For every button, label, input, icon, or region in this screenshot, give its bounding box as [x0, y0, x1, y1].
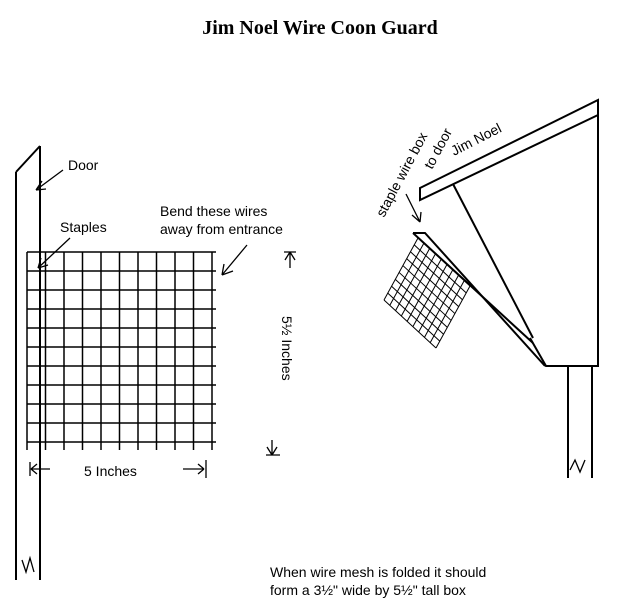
mesh-wire [435, 285, 471, 349]
mesh-wire [417, 237, 471, 287]
mesh-wire [387, 292, 441, 342]
roof-label: Jim Noel [448, 120, 504, 159]
mesh-wire [395, 248, 430, 311]
door-arrow [35, 169, 64, 191]
birdhouse-side-view [412, 98, 599, 478]
mesh-wire [389, 243, 425, 306]
mesh-wire [400, 253, 436, 317]
mesh-wire [429, 280, 465, 343]
note-line-2: form a 3½" wide by 5½" tall box [270, 582, 466, 598]
mesh-wire [402, 265, 456, 314]
mesh-wire [391, 285, 444, 335]
height-dimension: 5½ Inches [266, 251, 296, 456]
mesh-wire [406, 258, 460, 308]
door-label: Door [68, 157, 99, 173]
mesh-wire [410, 251, 463, 301]
mesh-wire [383, 299, 437, 349]
bend-label-1: Bend these wires [160, 203, 267, 219]
mesh-wire [418, 269, 454, 333]
staple-label-1: staple wire box [373, 129, 431, 219]
staples-label: Staples [60, 219, 107, 235]
mesh-wire [413, 244, 467, 294]
mesh-wire [398, 272, 452, 321]
bend-label-2: away from entrance [160, 221, 283, 237]
width-label: 5 Inches [84, 463, 137, 479]
mesh-wire [424, 275, 459, 338]
mesh-wire [406, 259, 442, 322]
wire-mesh-grid [26, 251, 216, 450]
diagram-title: Jim Noel Wire Coon Guard [202, 17, 438, 39]
height-label: 5½ Inches [279, 316, 295, 381]
door-post [15, 145, 41, 580]
mesh-wire [394, 278, 448, 328]
note-line-1: When wire mesh is folded it should [270, 564, 486, 580]
mesh-wire [412, 264, 448, 327]
width-dimension: 5 Inches [29, 460, 207, 479]
staple-arrow [405, 193, 422, 223]
mesh-wire [383, 237, 419, 301]
staples-arrow [37, 237, 71, 269]
bend-arrow [221, 244, 248, 276]
folded-wire-mesh [383, 237, 471, 349]
